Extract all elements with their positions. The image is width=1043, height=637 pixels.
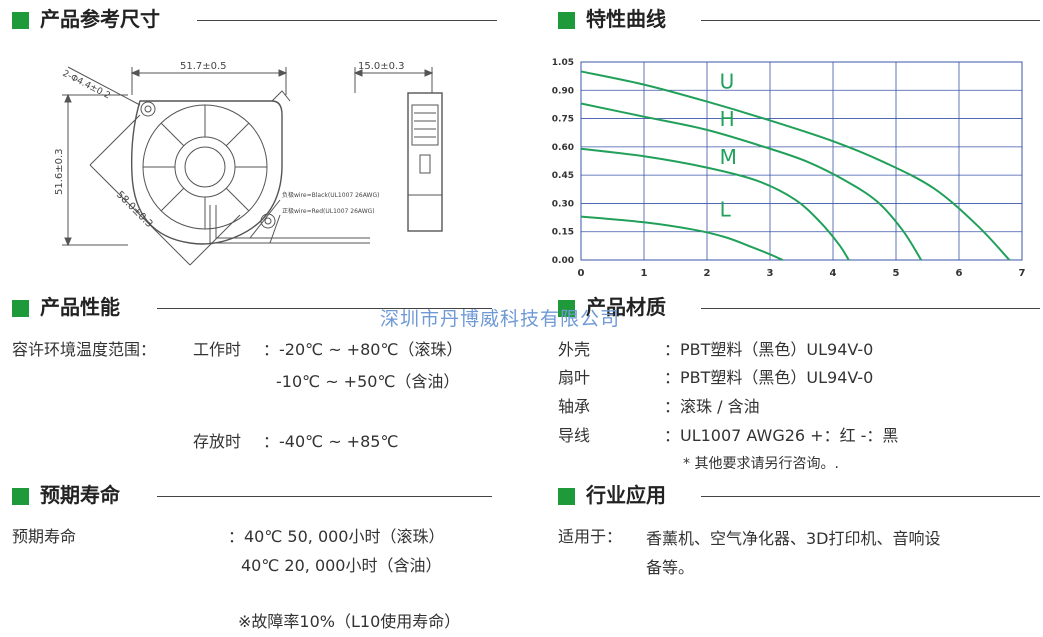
- series-label-u: U: [720, 69, 735, 93]
- perf-work-range-1: ：-20℃ ~ +80℃（滚珠）: [263, 340, 463, 359]
- section-marker: [558, 300, 575, 317]
- x-tick-label: 2: [704, 268, 711, 279]
- section-dimensions: 产品参考尺寸: [12, 7, 497, 32]
- perf-work-label: 工作时: [193, 340, 242, 359]
- perf-temp-label: 容许环境温度范围：: [12, 340, 157, 359]
- y-tick-label: 0.60: [552, 143, 574, 153]
- perf-store-label: 存放时: [193, 432, 242, 451]
- section-rule: [157, 308, 492, 309]
- section-performance: 产品性能: [12, 295, 492, 320]
- perf-work-range-2: -10℃ ~ +50℃（含油）: [276, 372, 460, 391]
- application-label: 适用于：: [558, 527, 623, 546]
- series-line-l: [580, 215, 784, 261]
- material-value: ：PBT塑料（黑色）UL94V-0: [664, 368, 874, 387]
- application-line-1: 香薰机、空气净化器、3D打印机、音响设: [646, 529, 941, 548]
- characteristic-curve-chart: 0 1 2 3 4 5 6 7 0.00 0.15 0.30 0.45 0.60 0.75 0.90 1.05…: [552, 58, 1026, 279]
- section-marker: [558, 12, 575, 29]
- material-key: 轴承: [558, 397, 591, 416]
- material-key: 外壳: [558, 340, 591, 359]
- section-title: 行业应用: [586, 483, 666, 507]
- y-tick-label: 0.15: [552, 228, 574, 238]
- series-label-l: L: [720, 198, 732, 222]
- series-line-u: [580, 70, 1011, 261]
- series-line-h: [580, 102, 923, 261]
- perf-store-range: ：-40℃ ~ +85℃: [263, 432, 399, 451]
- series-label-h: H: [720, 107, 735, 131]
- dim-left-label: 51.6±0.3: [54, 148, 65, 195]
- section-material: 产品材质: [558, 295, 1040, 320]
- life-line-2: 40℃ 20, 000小时（含油）: [241, 556, 442, 575]
- series-line-m: [580, 147, 850, 261]
- x-tick-label: 7: [1019, 268, 1026, 279]
- x-tick-label: 6: [956, 268, 963, 279]
- material-note: * 其他要求请另行咨询。.: [683, 456, 839, 472]
- x-tick-label: 0: [578, 268, 585, 279]
- section-curve: 特性曲线: [558, 7, 1040, 32]
- y-tick-label: 0.75: [552, 115, 574, 125]
- dim-side-label: 15.0±0.3: [358, 61, 405, 72]
- y-tick-label: 0.45: [552, 171, 574, 181]
- material-value: ：PBT塑料（黑色）UL94V-0: [664, 340, 874, 359]
- section-rule: [197, 20, 497, 21]
- dim-top-label: 51.7±0.5: [180, 61, 227, 72]
- y-tick-label: 0.90: [552, 86, 574, 96]
- material-value: ：UL1007 AWG26 +：红 -：黑: [664, 426, 899, 445]
- section-title: 产品参考尺寸: [40, 7, 160, 31]
- section-rule: [701, 20, 1040, 21]
- section-marker: [12, 300, 29, 317]
- material-key: 扇叶: [558, 368, 591, 387]
- x-tick-label: 3: [767, 268, 774, 279]
- section-marker: [12, 488, 29, 505]
- fan-technical-drawing: 51.7±0.5 15.0±0.3 51.6±0.3 58.0±0.3 2-Φ4…: [54, 61, 443, 266]
- plot-frame: [580, 61, 1023, 261]
- section-title: 特性曲线: [586, 7, 666, 31]
- section-marker: [558, 488, 575, 505]
- company-watermark: 深圳市丹博威科技有限公司: [380, 308, 621, 330]
- life-label: 预期寿命: [12, 527, 77, 546]
- section-title: 预期寿命: [40, 483, 120, 507]
- y-tick-label: 0.30: [552, 199, 574, 209]
- section-application: 行业应用: [558, 483, 1040, 508]
- material-key: 导线: [558, 426, 591, 445]
- x-tick-label: 1: [641, 268, 648, 279]
- x-tick-label: 4: [830, 268, 837, 279]
- application-line-2: 备等。: [646, 558, 695, 577]
- section-rule: [701, 496, 1040, 497]
- wire-red-label: 正极wire=Red(UL1007 26AWG): [282, 207, 375, 215]
- section-life: 预期寿命: [12, 483, 492, 508]
- y-tick-label: 0.00: [552, 256, 574, 266]
- section-rule: [701, 308, 1040, 309]
- section-marker: [12, 12, 29, 29]
- material-value: ：滚珠 / 含油: [664, 397, 760, 416]
- section-rule: [157, 496, 492, 497]
- section-title: 产品材质: [586, 295, 666, 319]
- y-tick-label: 1.05: [552, 58, 574, 68]
- x-tick-label: 5: [893, 268, 900, 279]
- life-note: ※故障率10%（L10使用寿命）: [238, 612, 461, 631]
- series-label-m: M: [720, 145, 737, 169]
- wire-black-label: 负极wire=Black(UL1007 26AWG): [282, 191, 379, 199]
- life-line-1: ：40℃ 50, 000小时（滚珠）: [228, 527, 445, 546]
- section-title: 产品性能: [40, 295, 120, 319]
